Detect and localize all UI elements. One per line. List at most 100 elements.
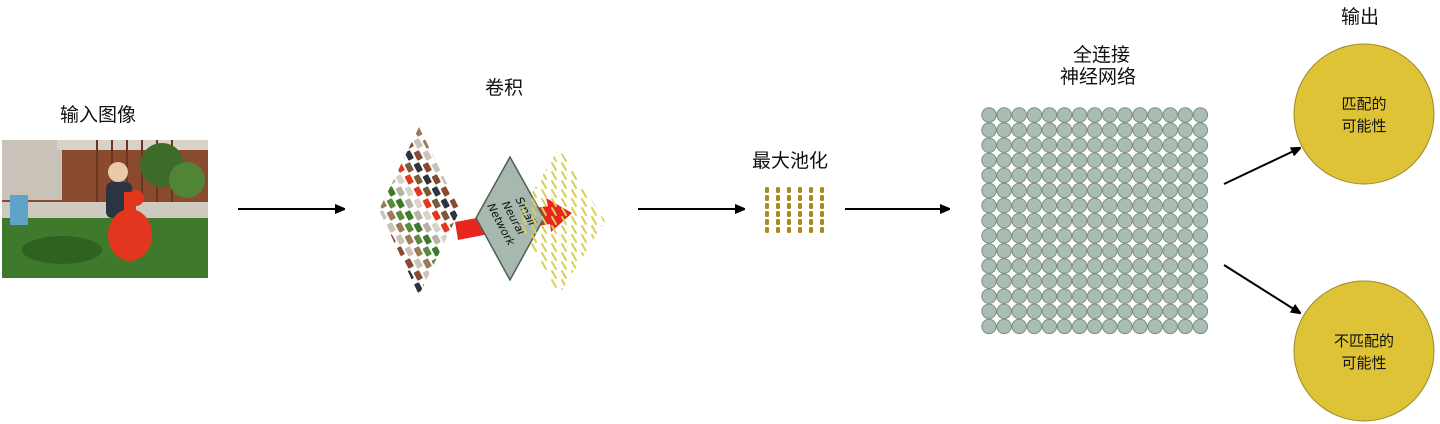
feature-dash: [551, 252, 557, 261]
feature-dash: [541, 261, 547, 270]
feature-dash: [512, 298, 516, 305]
neuron: [1026, 197, 1043, 214]
neuron: [1192, 288, 1209, 304]
pool-cell: [787, 211, 791, 217]
feature-dash: [571, 225, 577, 234]
neuron: [1071, 107, 1088, 123]
output-label: 输出: [1341, 6, 1380, 28]
conv-tile: [440, 138, 450, 149]
conv-tile: [379, 234, 387, 245]
neuron: [981, 197, 997, 214]
neuron: [1147, 258, 1163, 274]
feature-dash: [531, 216, 537, 225]
conv-tile: [395, 246, 405, 257]
feature-dash: [551, 288, 557, 295]
feature-dash: [531, 279, 537, 288]
neuron: [1177, 152, 1194, 169]
feature-dash: [521, 261, 527, 270]
neuron: [1102, 288, 1118, 304]
neuron: [1056, 182, 1073, 199]
neuron: [1177, 318, 1194, 335]
feature-dash: [541, 243, 547, 252]
pool-cell: [787, 195, 791, 201]
neuron: [1147, 228, 1163, 244]
conv-tile: [413, 150, 423, 161]
feature-dash: [531, 171, 537, 180]
neuron: [1117, 288, 1133, 304]
feature-dash: [602, 298, 606, 305]
max-pooling-label: 最大池化: [752, 150, 829, 172]
neuron: [1026, 228, 1043, 244]
feature-dash: [561, 180, 567, 189]
pool-cell: [809, 219, 813, 225]
neuron: [1177, 213, 1194, 229]
pool-cell: [776, 187, 780, 193]
neuron: [1087, 182, 1103, 199]
feature-dash: [601, 207, 605, 216]
conv-tile: [458, 258, 460, 269]
neuron: [996, 273, 1012, 289]
neuron: [1011, 213, 1027, 229]
neuron-grid: [981, 107, 1209, 335]
conv-tile: [458, 150, 460, 161]
neuron: [1192, 228, 1209, 244]
feature-dash: [601, 153, 605, 162]
neuron: [1192, 122, 1209, 138]
conv-tile: [422, 246, 432, 257]
neuron: [1041, 182, 1058, 199]
neuron: [1056, 303, 1073, 319]
feature-dash: [591, 198, 597, 207]
pool-cell: [765, 203, 769, 209]
conv-tile: [449, 270, 459, 281]
neuron: [1162, 228, 1178, 244]
pool-cell: [776, 227, 780, 233]
neuron: [1132, 273, 1148, 289]
neuron: [1056, 107, 1073, 123]
feature-dash: [591, 180, 597, 189]
conv-tile: [404, 127, 414, 137]
input-image-label: 输入图像: [60, 104, 137, 126]
feature-dash: [601, 180, 605, 189]
nomatch-probability-circle: [1293, 280, 1435, 422]
neuron: [1177, 273, 1194, 289]
conv-tile: [431, 198, 441, 209]
feature-dash: [601, 225, 605, 234]
neuron: [1162, 167, 1178, 184]
feature-dash: [581, 288, 587, 295]
pool-cell: [820, 211, 824, 217]
neuron: [1071, 258, 1088, 274]
conv-tile: [431, 174, 441, 185]
neuron: [1102, 137, 1118, 153]
neuron: [1162, 137, 1178, 153]
feature-dash: [531, 189, 537, 198]
pool-cell: [820, 219, 824, 225]
neuron: [1117, 167, 1133, 184]
feature-dash: [551, 270, 557, 279]
neuron: [1026, 258, 1043, 274]
neuron: [1177, 258, 1194, 274]
feature-dash: [531, 243, 537, 252]
feature-dash: [551, 171, 557, 180]
feature-dash: [521, 288, 527, 295]
conv-tile: [413, 270, 423, 281]
conv-tile: [386, 162, 396, 173]
neuron: [1102, 273, 1118, 289]
conv-tile: [440, 150, 450, 161]
neuron: [1041, 137, 1058, 153]
feature-dash: [581, 234, 587, 243]
match-text-line1: 匹配的: [1341, 95, 1387, 113]
input-photo: [2, 140, 208, 278]
feature-dash: [561, 207, 567, 216]
fully-connected-label-line1: 全连接: [1073, 44, 1131, 66]
conv-tile: [379, 138, 387, 149]
pool-cell: [765, 195, 769, 201]
neuron: [1147, 318, 1163, 335]
neuron: [1071, 137, 1088, 153]
feature-dash: [521, 148, 527, 153]
neuron: [1132, 182, 1148, 199]
feature-dash: [581, 171, 587, 180]
pool-cell: [787, 227, 791, 233]
feature-dash: [591, 252, 597, 261]
pool-cell: [765, 227, 769, 233]
conv-tile: [458, 246, 460, 257]
